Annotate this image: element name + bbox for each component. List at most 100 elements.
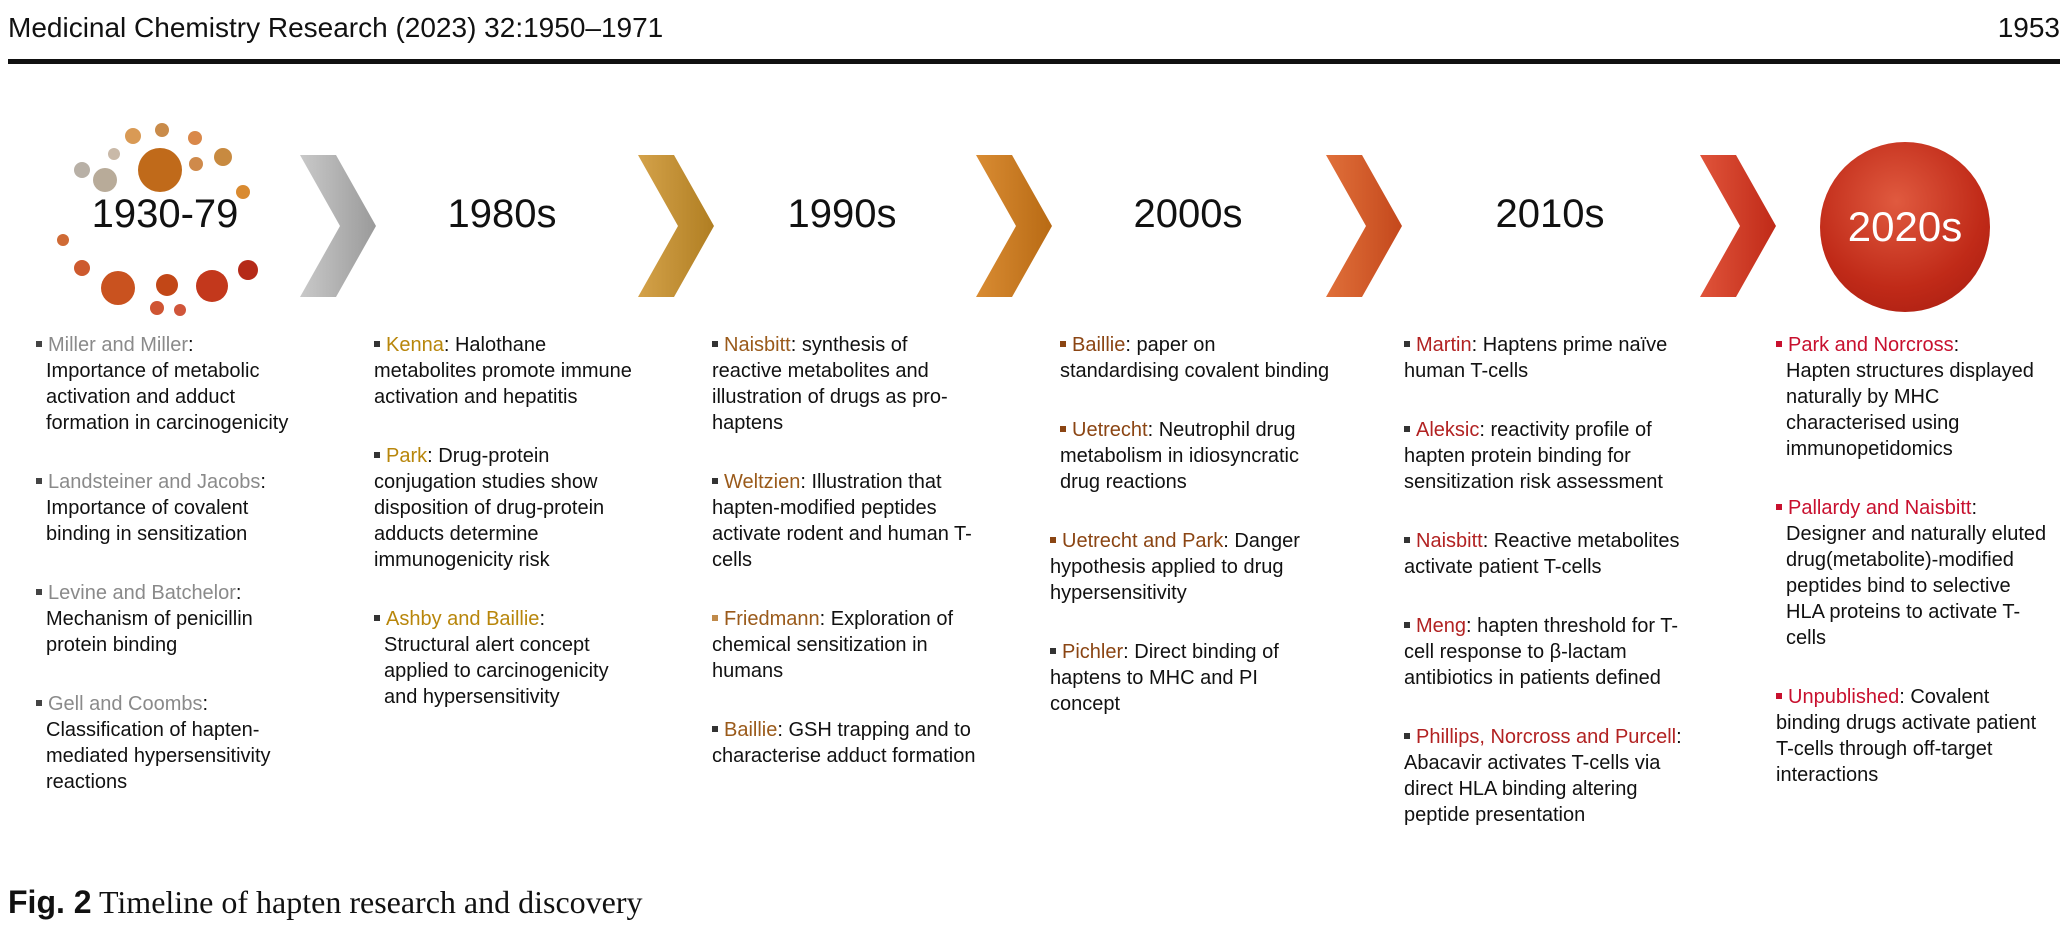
entry-text-first: Exploration of chemical sensitization in… xyxy=(712,608,954,682)
figure-caption: Fig. 2 Timeline of hapten research and d… xyxy=(8,882,643,922)
entry-name: Weltzien xyxy=(724,471,801,493)
era-label-2000s: 2000s xyxy=(1133,192,1243,236)
bullet-icon xyxy=(1776,693,1782,700)
entry-name: Unpublished xyxy=(1788,686,1900,708)
timeline-entry: Phillips, Norcross and Purcell: Abacavir… xyxy=(1404,726,1682,826)
entry-text: Classification of hapten-mediated hypers… xyxy=(46,719,271,793)
chevron-arrow-icon xyxy=(300,155,376,297)
bullet-icon xyxy=(1050,648,1056,655)
bullet-icon xyxy=(1404,426,1410,433)
entry-name: Levine and Batchelor xyxy=(48,582,236,604)
timeline-entry: Pallardy and Naisbitt:Designer and natur… xyxy=(1776,495,2048,651)
chevron-arrow-icon xyxy=(638,155,714,297)
entry-text-first: reactivity profile of hapten protein bin… xyxy=(1404,419,1663,493)
bullet-icon xyxy=(1050,537,1056,544)
column-1930-79: Miller and Miller:Importance of metaboli… xyxy=(36,332,296,828)
bullet-icon xyxy=(36,700,42,707)
entry-text: Importance of covalent binding in sensit… xyxy=(46,497,249,545)
entry-text-first: GSH trapping and to characterise adduct … xyxy=(712,719,976,767)
timeline-entry: Naisbitt: synthesis of reactive metaboli… xyxy=(712,334,948,434)
bullet-icon xyxy=(36,478,42,485)
timeline-entry: Ashby and Baillie:Structural alert conce… xyxy=(374,606,644,710)
bullet-icon xyxy=(712,726,718,733)
bullet-icon xyxy=(36,589,42,596)
entry-name: Gell and Coombs xyxy=(48,693,203,715)
entry-text-first: Halothane metabolites promote immune act… xyxy=(374,334,632,408)
column-2010s: Martin: Haptens prime naïve human T-cell… xyxy=(1404,332,1704,861)
entry-name: Miller and Miller xyxy=(48,334,189,356)
entry-text-first: synthesis of reactive metabolites and il… xyxy=(712,334,948,434)
bullet-icon xyxy=(1060,426,1066,433)
entry-name: Phillips, Norcross and Purcell xyxy=(1416,726,1677,748)
dot-cluster-graphic xyxy=(57,123,258,316)
chevron-arrow-icon xyxy=(1700,155,1776,297)
timeline-entry: Pichler: Direct binding of haptens to MH… xyxy=(1050,641,1279,715)
header-rule xyxy=(8,59,2060,64)
bullet-icon xyxy=(1404,733,1410,740)
entry-text-first: Neutrophil drug metabolism in idiosyncra… xyxy=(1060,419,1299,493)
entry-text: Structural alert concept applied to carc… xyxy=(384,634,609,708)
timeline-entry: Unpublished: Covalent binding drugs acti… xyxy=(1776,686,2037,786)
entry-text-first: Haptens prime naïve human T-cells xyxy=(1404,334,1668,382)
timeline-entry: Friedmann: Exploration of chemical sensi… xyxy=(712,608,954,682)
entry-name: Naisbitt xyxy=(724,334,791,356)
bullet-icon xyxy=(1404,622,1410,629)
timeline-entry: Gell and Coombs:Classification of hapten… xyxy=(36,691,296,795)
page-header: Medicinal Chemistry Research (2023) 32:1… xyxy=(8,6,2060,50)
era-label-1990s: 1990s xyxy=(787,192,897,236)
column-2020s: Park and Norcross:Hapten structures disp… xyxy=(1776,332,2048,821)
entry-name: Uetrecht xyxy=(1072,419,1148,441)
timeline-entry: Landsteiner and Jacobs:Importance of cov… xyxy=(36,469,296,547)
entry-name: Meng xyxy=(1416,615,1467,637)
entry-name: Landsteiner and Jacobs xyxy=(48,471,261,493)
entry-text-first: Abacavir activates T-cells via direct HL… xyxy=(1404,752,1661,826)
timeline-entry: Baillie: GSH trapping and to characteris… xyxy=(712,719,976,767)
entry-name: Baillie xyxy=(724,719,778,741)
bullet-icon xyxy=(712,341,718,348)
era-label-2020s: 2020s xyxy=(1820,142,1990,312)
timeline-entry: Uetrecht: Neutrophil drug metabolism in … xyxy=(1060,419,1299,493)
timeline-entry: Naisbitt: Reactive metabolites activate … xyxy=(1404,530,1680,578)
bullet-icon xyxy=(374,341,380,348)
timeline-entry: Meng: hapten threshold for T-cell respon… xyxy=(1404,615,1679,689)
timeline-entry: Kenna: Halothane metabolites promote imm… xyxy=(374,334,632,408)
entry-name: Pichler xyxy=(1062,641,1124,663)
chevron-arrow-icon xyxy=(976,155,1052,297)
entry-name: Martin xyxy=(1416,334,1472,356)
column-1980s: Kenna: Halothane metabolites promote imm… xyxy=(374,332,644,743)
bullet-icon xyxy=(1404,341,1410,348)
bullet-icon xyxy=(1776,341,1782,348)
entry-text-first: Illustration that hapten-modified peptid… xyxy=(712,471,972,571)
figure-label: Fig. 2 xyxy=(8,884,92,920)
entry-text: Importance of metabolic activation and a… xyxy=(46,360,289,434)
timeline-entry: Levine and Batchelor:Mechanism of penici… xyxy=(36,580,296,658)
bullet-icon xyxy=(374,615,380,622)
entry-name: Ashby and Baillie xyxy=(386,608,540,630)
timeline-entry: Miller and Miller:Importance of metaboli… xyxy=(36,332,296,436)
entry-name: Park xyxy=(386,445,428,467)
era-label-2010s: 2010s xyxy=(1495,192,1605,236)
entry-name: Uetrecht and Park xyxy=(1062,530,1224,552)
bullet-icon xyxy=(1776,504,1782,511)
entry-text-first: Drug-protein conjugation studies show di… xyxy=(374,445,605,571)
entry-name: Baillie xyxy=(1072,334,1126,356)
entry-name: Aleksic xyxy=(1416,419,1480,441)
timeline-entry: Aleksic: reactivity profile of hapten pr… xyxy=(1404,419,1663,493)
timeline-entry: Baillie: paper on standardising covalent… xyxy=(1060,334,1330,382)
entry-name: Park and Norcross xyxy=(1788,334,1954,356)
bullet-icon xyxy=(36,341,42,348)
entry-name: Pallardy and Naisbitt xyxy=(1788,497,1972,519)
timeline-entry: Weltzien: Illustration that hapten-modif… xyxy=(712,471,972,571)
timeline-entry: Martin: Haptens prime naïve human T-cell… xyxy=(1404,334,1668,382)
timeline-entry: Park: Drug-protein conjugation studies s… xyxy=(374,445,605,571)
timeline-entry: Park and Norcross:Hapten structures disp… xyxy=(1776,332,2048,462)
entry-text-first: hapten threshold for T-cell response to … xyxy=(1404,615,1679,689)
page-number: 1953 xyxy=(1997,12,2060,43)
entry-text-first: Reactive metabolites activate patient T-… xyxy=(1404,530,1680,578)
era-label-1980s: 1980s xyxy=(447,192,557,236)
bullet-icon xyxy=(1404,537,1410,544)
column-2000s: Baillie: paper on standardising covalent… xyxy=(1050,332,1330,750)
bullet-icon xyxy=(1060,341,1066,348)
entry-text: Hapten structures displayed naturally by… xyxy=(1786,360,2034,460)
timeline-entry: Uetrecht and Park: Danger hypothesis app… xyxy=(1050,530,1300,604)
